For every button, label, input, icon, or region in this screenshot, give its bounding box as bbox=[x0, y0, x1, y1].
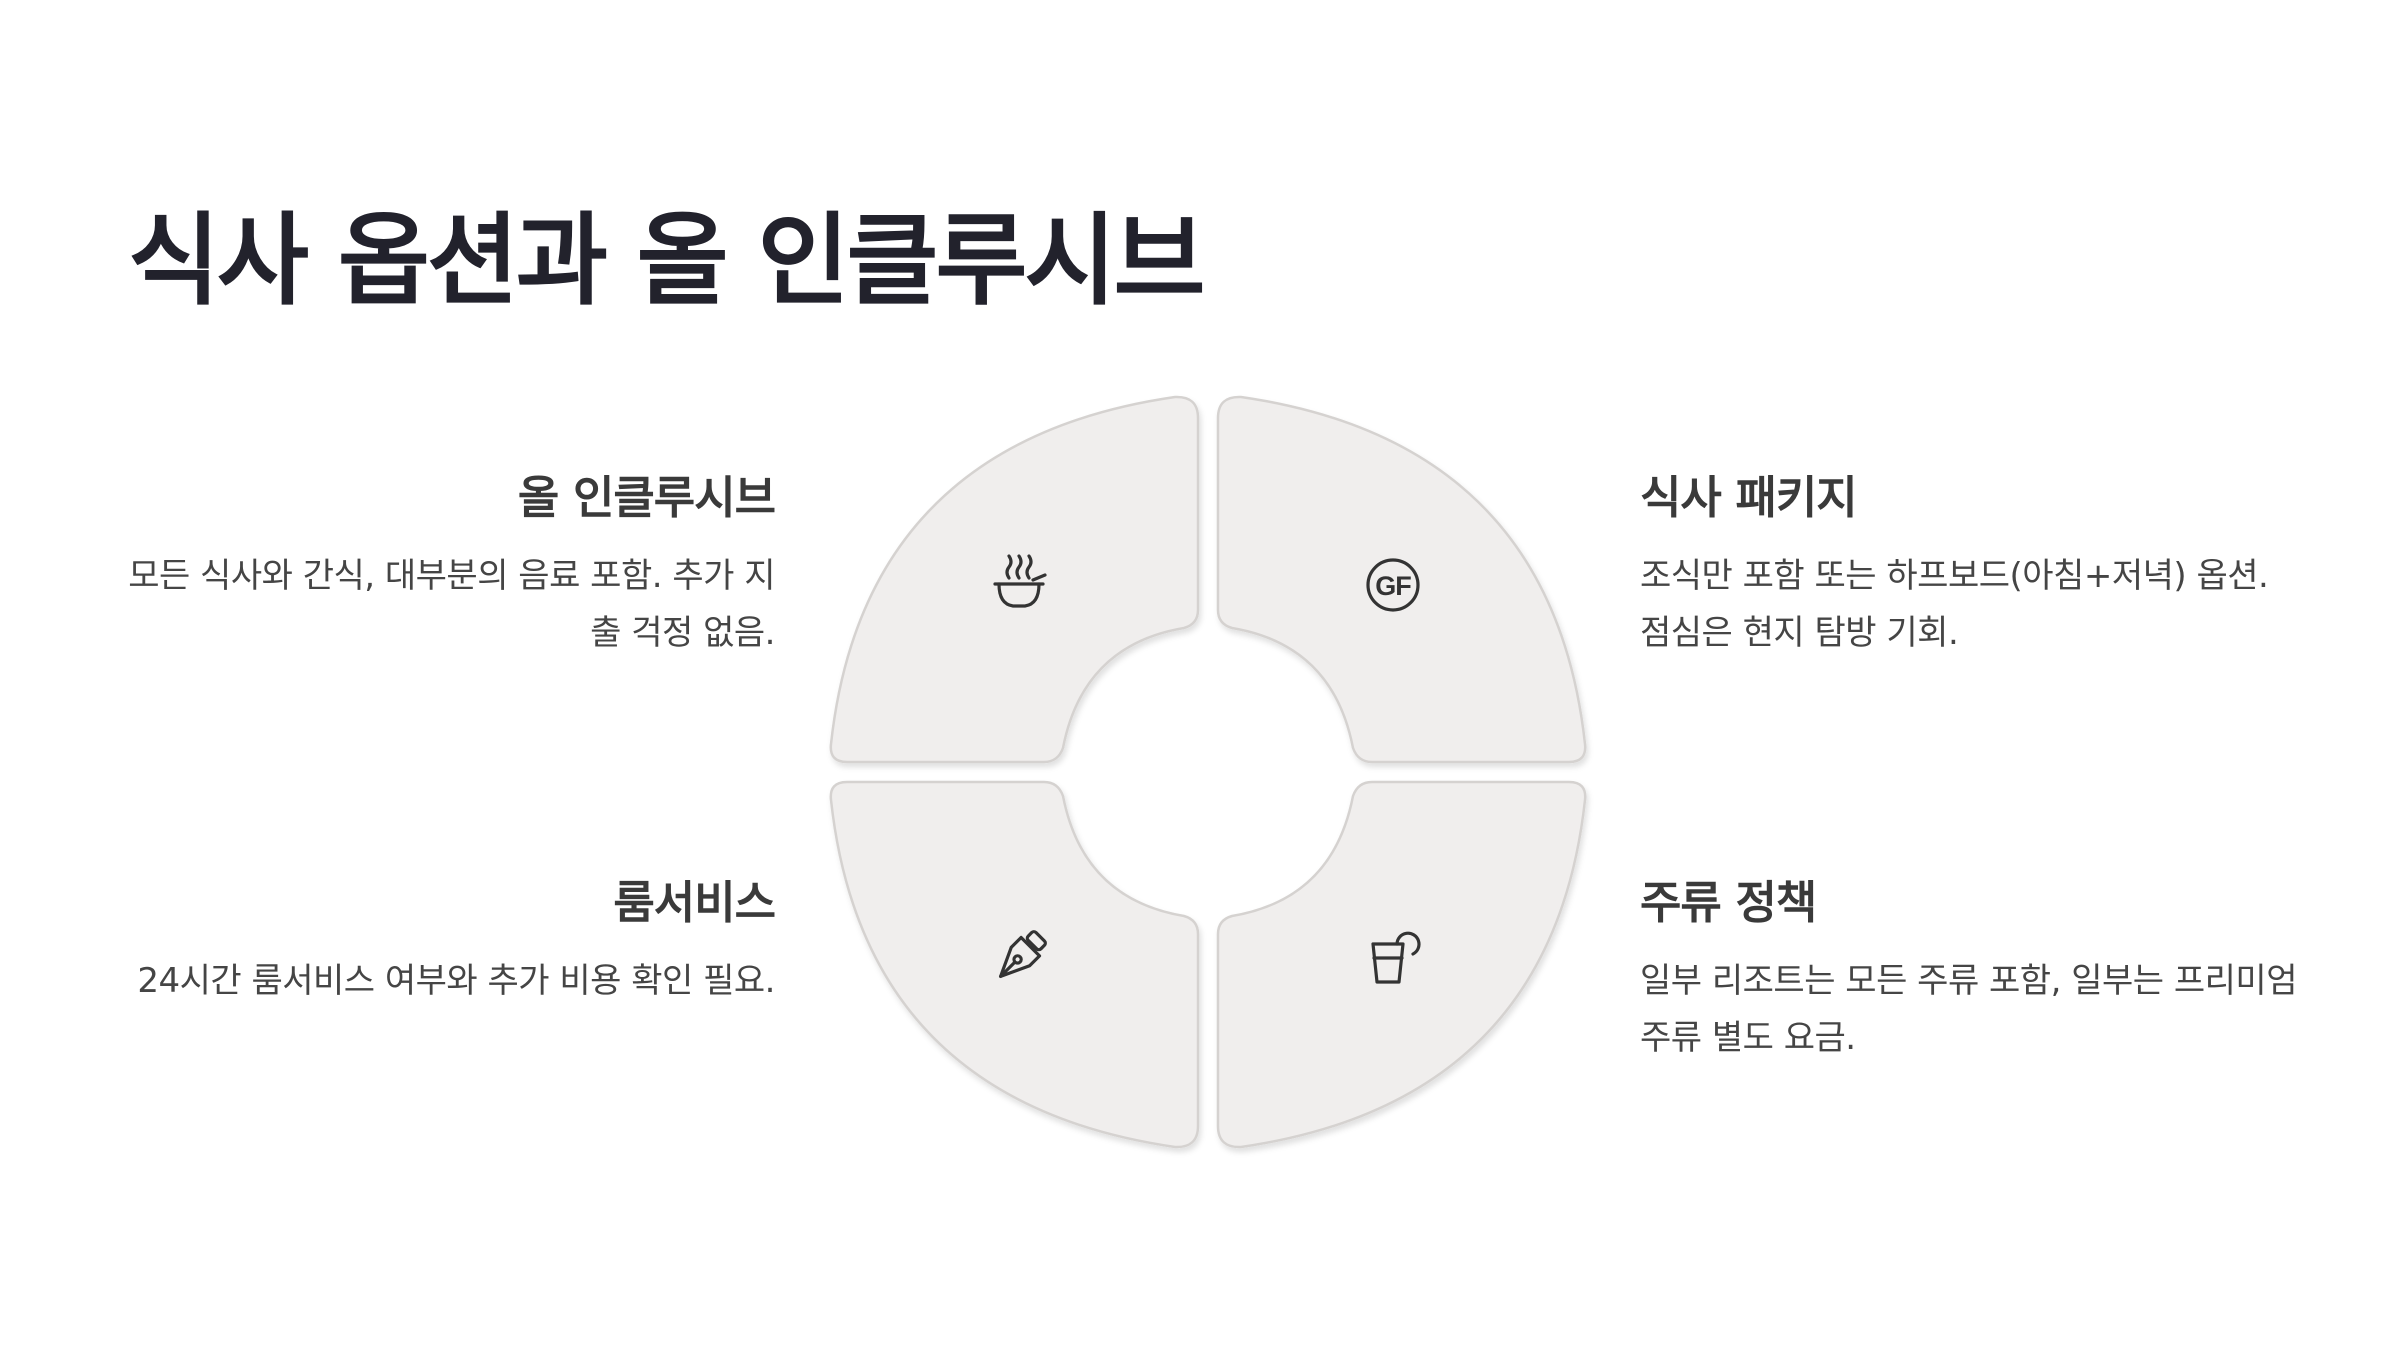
item-description: 일부 리조트는 모든 주류 포함, 일부는 프리미엄 주류 별도 요금. bbox=[1640, 961, 2297, 1058]
item-all-inclusive: 올 인클루시브 모든 식사와 간식, 대부분의 음료 포함. 추가 지출 걱정 … bbox=[115, 468, 776, 662]
item-title: 올 인클루시브 bbox=[517, 471, 776, 524]
page-title: 식사 옵션과 올 인클루시브 bbox=[128, 202, 1205, 319]
item-meal-package: 식사 패키지 조식만 포함 또는 하프보드(아침+저녁) 옵션. 점심은 현지 … bbox=[1640, 468, 2300, 662]
gf-icon: GF bbox=[1366, 558, 1420, 612]
pen-icon bbox=[999, 930, 1047, 978]
item-description: 24시간 룸서비스 여부와 추가 비용 확인 필요. bbox=[137, 961, 775, 1001]
item-title: 식사 패키지 bbox=[1640, 471, 1858, 524]
item-title: 주류 정책 bbox=[1640, 876, 1817, 929]
bowl-icon bbox=[993, 554, 1047, 608]
segment-top-left bbox=[829, 395, 1200, 764]
item-description: 모든 식사와 간식, 대부분의 음료 포함. 추가 지출 걱정 없음. bbox=[128, 556, 775, 653]
item-description: 조식만 포함 또는 하프보드(아침+저녁) 옵션. 점심은 현지 탐방 기회. bbox=[1640, 556, 2269, 653]
svg-text:GF: GF bbox=[1375, 571, 1411, 601]
segment-top-right bbox=[1216, 395, 1587, 764]
item-title: 룸서비스 bbox=[613, 876, 776, 929]
item-alcohol-policy: 주류 정책 일부 리조트는 모든 주류 포함, 일부는 프리미엄 주류 별도 요… bbox=[1640, 873, 2300, 1067]
item-room-service: 룸서비스 24시간 룸서비스 여부와 추가 비용 확인 필요. bbox=[115, 873, 776, 1010]
drink-icon bbox=[1371, 931, 1421, 984]
